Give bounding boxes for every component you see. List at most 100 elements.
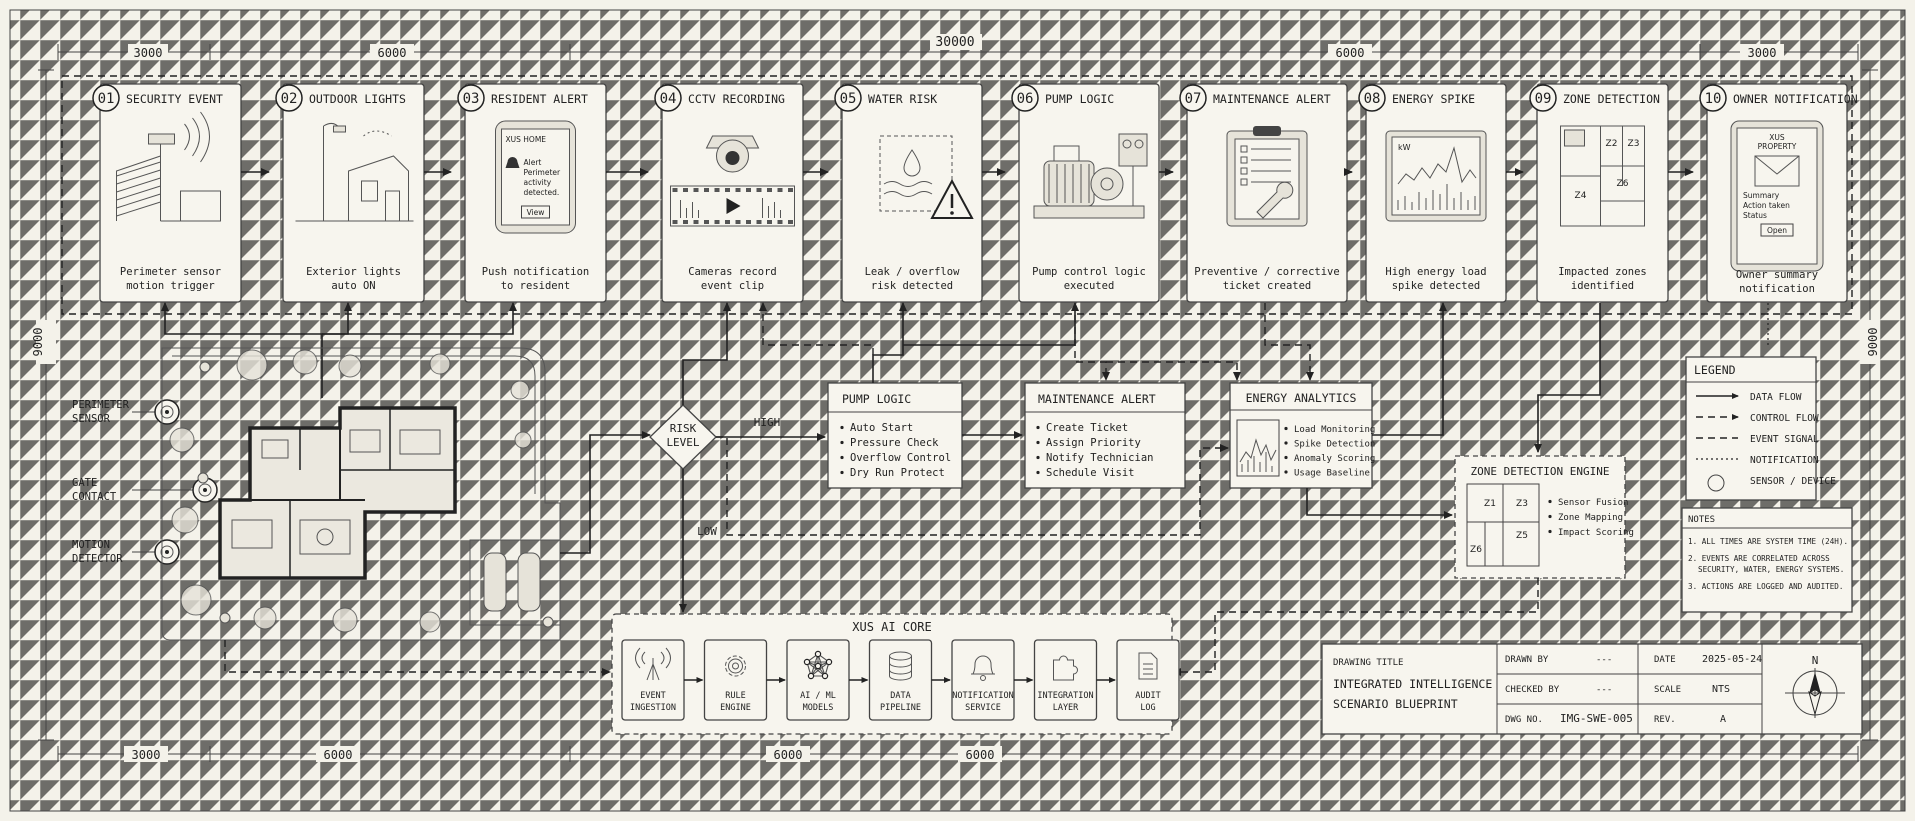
list-item: Anomaly Scoring xyxy=(1294,454,1375,464)
step-caption: spike detected xyxy=(1392,280,1481,292)
bottom-dimension-line: 3000 6000 6000 6000 xyxy=(57,746,1859,762)
step-caption: Cameras record xyxy=(688,266,777,278)
dim-left: 9000 xyxy=(31,328,45,357)
neural-network-icon xyxy=(803,650,833,680)
scale-label: SCALE xyxy=(1654,685,1681,695)
zone-engine-z5: Z5 xyxy=(1516,531,1528,541)
drawing-title-line-1: INTEGRATED INTELLIGENCE xyxy=(1333,677,1492,691)
core-module-label: AUDIT xyxy=(1135,691,1161,701)
step-number: 09 xyxy=(1535,91,1552,107)
site-to-risk-connector xyxy=(560,431,651,554)
legend-label: NOTIFICATION xyxy=(1750,455,1819,466)
step-caption: executed xyxy=(1064,280,1115,292)
step-number: 07 xyxy=(1185,91,1202,107)
phone-alert-line: Perimeter xyxy=(524,168,562,177)
antenna-icon xyxy=(635,647,671,681)
risk-to-energy-connector xyxy=(716,436,1229,536)
step-caption: ticket created xyxy=(1223,280,1312,292)
legend-item: EVENT SIGNAL xyxy=(1696,434,1819,445)
puzzle-icon xyxy=(1053,655,1078,681)
step-number-badge xyxy=(1179,84,1207,112)
list-item: Notify Technician xyxy=(1046,452,1153,464)
tablet-brand: PROPERTY xyxy=(1758,142,1797,151)
energy-chart-icon: kW xyxy=(1385,130,1487,222)
note-line: 3. ACTIONS ARE LOGGED AND AUDITED. xyxy=(1688,582,1843,591)
step-number: 08 xyxy=(1364,91,1381,107)
rev-value: A xyxy=(1720,714,1726,725)
drawing-title-label: DRAWING TITLE xyxy=(1333,658,1403,668)
core-module-label: EVENT xyxy=(640,691,666,701)
security-camera-icon xyxy=(116,111,221,222)
risk-high-label: HIGH xyxy=(754,416,781,429)
step-number-badge xyxy=(1699,84,1727,112)
zone-label: Z4 xyxy=(1575,191,1587,201)
date-value: 2025-05-24 xyxy=(1702,654,1762,665)
step-card-07: 07 MAINTENANCE ALERT Preventive / correcti… xyxy=(1179,83,1348,303)
core-module-label: MODELS xyxy=(803,703,834,713)
legend-panel: LEGEND DATA FLOW CONTROL FLOW EVENT SIGNAL… xyxy=(1685,356,1836,501)
list-item: Schedule Visit xyxy=(1046,467,1135,479)
drawing-frame xyxy=(9,9,1906,812)
rev-label: REV. xyxy=(1654,715,1676,725)
dim-top-1: 3000 xyxy=(134,46,163,60)
checked-by-value: --- xyxy=(1596,685,1612,695)
step-caption: Preventive / corrective xyxy=(1194,266,1339,278)
phone-alert-line: activity xyxy=(524,178,552,187)
street-lamp-icon xyxy=(295,122,414,222)
step-title: SECURITY EVENT xyxy=(126,92,223,106)
step-title: MAINTENANCE ALERT xyxy=(1213,92,1331,106)
core-module-label: INGESTION xyxy=(630,703,676,713)
step-caption: Leak / overflow xyxy=(865,266,961,278)
sensor-device-icon xyxy=(1707,474,1725,492)
risk-low-label: LOW xyxy=(697,525,717,538)
legend-label: EVENT SIGNAL xyxy=(1750,434,1819,445)
step-number: 06 xyxy=(1017,91,1034,107)
phone-view-button xyxy=(521,205,550,219)
tablet-line: Summary xyxy=(1743,191,1780,200)
site-to-core-connector xyxy=(224,640,611,676)
step-number-badge xyxy=(275,84,303,112)
phone-alert-icon: XUS HOMEAlertPerimeteractivitydetected.V… xyxy=(495,120,576,234)
legend-item: DATA FLOW xyxy=(1696,392,1802,403)
scenario-strip xyxy=(61,75,1853,315)
legend-title: LEGEND xyxy=(1694,363,1736,377)
core-module-label: AI / ML xyxy=(800,691,836,701)
sensor-gate: GATE CONTACT xyxy=(72,477,218,503)
site-to-steps-connectors xyxy=(161,302,517,398)
core-module-models: AI / ML MODELS xyxy=(786,639,850,721)
zone-label: Z2 xyxy=(1606,139,1618,149)
core-module-label: PIPELINE xyxy=(880,703,921,713)
clipboard-wrench-icon xyxy=(1226,126,1308,227)
list-item: Sensor Fusion xyxy=(1558,498,1628,508)
step-caption: risk detected xyxy=(871,280,953,292)
step-number: 04 xyxy=(660,91,677,107)
step-title: PUMP LOGIC xyxy=(1045,92,1114,106)
drawn-by-value: --- xyxy=(1596,655,1612,665)
step-caption: Push notification xyxy=(482,266,589,278)
zone-engine-z6: Z6 xyxy=(1470,545,1482,555)
list-item: Impact Scoring xyxy=(1558,528,1634,538)
step-title: WATER RISK xyxy=(868,92,937,106)
legend-item: CONTROL FLOW xyxy=(1696,413,1819,424)
sensor-label: GATE xyxy=(72,477,97,489)
north-label: N xyxy=(1812,654,1819,667)
step-title: ENERGY SPIKE xyxy=(1392,92,1475,106)
sensor-label: CONTACT xyxy=(72,491,117,503)
dim-bottom-3: 6000 xyxy=(774,748,803,762)
step-number-badge xyxy=(457,84,485,112)
note-line: 1. ALL TIMES ARE SYSTEM TIME (24H). xyxy=(1688,537,1848,546)
